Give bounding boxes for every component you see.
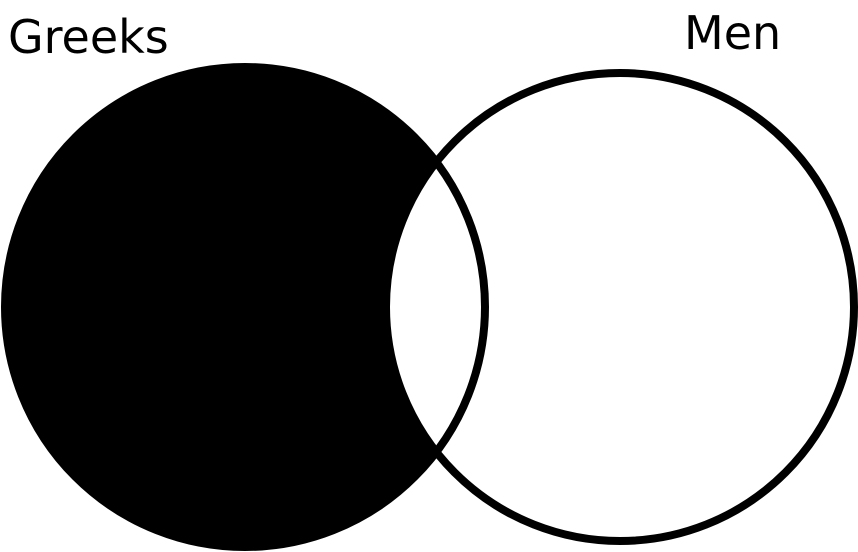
intersection-region xyxy=(386,73,854,541)
men-circle xyxy=(382,69,858,545)
greeks-circle-outline xyxy=(386,73,489,541)
set-label-greeks: Greeks xyxy=(8,10,169,64)
set-label-men: Men xyxy=(684,6,782,60)
